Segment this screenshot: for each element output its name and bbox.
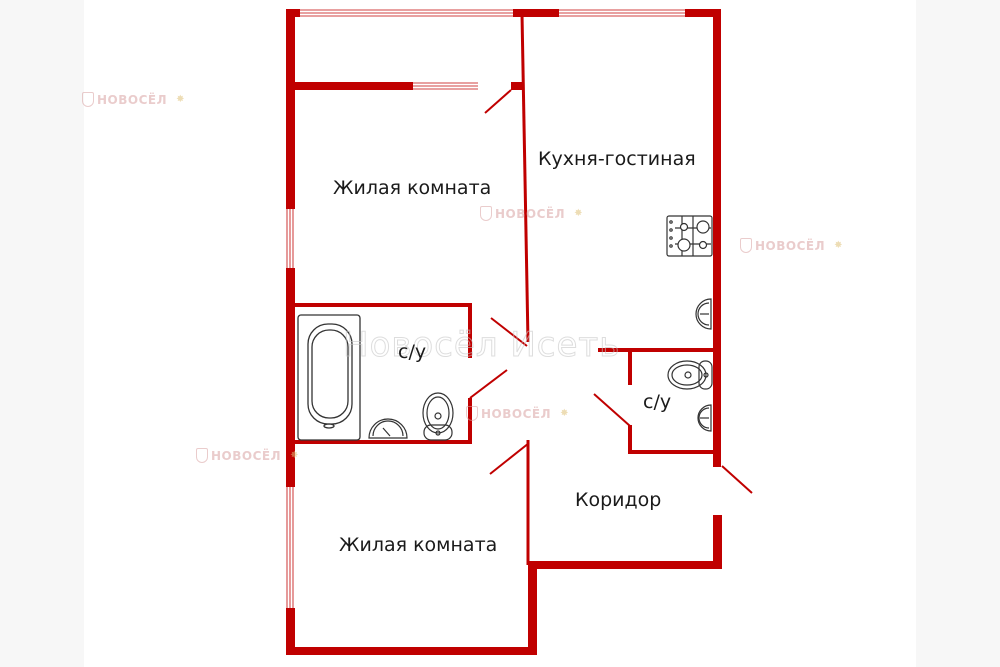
toilet-icon (422, 392, 454, 441)
stove-icon (666, 215, 713, 257)
sink-icon (368, 418, 408, 439)
toilet-icon (667, 360, 713, 390)
logo-icon (480, 206, 492, 221)
watermark-large: Новосёл Исеть (342, 325, 621, 366)
room-label-bedroom-1: Жилая комната (333, 177, 492, 199)
sink-icon (697, 404, 712, 432)
sun-icon: ✸ (176, 94, 185, 105)
sun-icon: ✸ (574, 208, 583, 219)
logo-icon (82, 92, 94, 107)
watermark-logo: НОВОСЁЛ✸ (740, 238, 842, 253)
watermark-logo: НОВОСЁЛ✸ (466, 406, 568, 421)
watermark-logo: НОВОСЁЛ✸ (82, 92, 184, 107)
room-label-bedroom-2: Жилая комната (339, 534, 498, 556)
bathtub-icon (297, 314, 361, 441)
floorplan-canvas (84, 0, 916, 667)
sun-icon: ✸ (834, 240, 843, 251)
logo-icon (196, 448, 208, 463)
logo-icon (740, 238, 752, 253)
sink-icon (695, 298, 712, 330)
room-label-bathroom-1: с/у (398, 341, 427, 363)
room-label-kitchen-living: Кухня-гостиная (538, 148, 696, 170)
room-label-corridor: Коридор (575, 489, 662, 511)
watermark-logo: НОВОСЁЛ✸ (480, 206, 582, 221)
watermark-logo: НОВОСЁЛ✸ (196, 448, 298, 463)
logo-icon (466, 406, 478, 421)
room-label-bathroom-2: с/у (643, 391, 672, 413)
sun-icon: ✸ (290, 450, 299, 461)
sun-icon: ✸ (560, 408, 569, 419)
